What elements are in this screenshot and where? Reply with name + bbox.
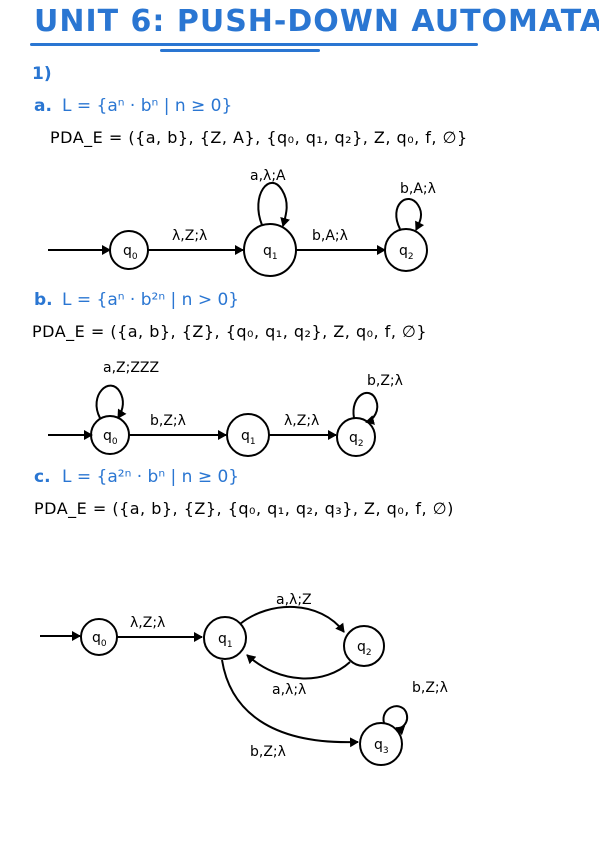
part-a-language: L = {aⁿ · bⁿ | n ≥ 0} bbox=[62, 96, 233, 116]
part-b-label: b. bbox=[34, 290, 53, 310]
a-loop-q1 bbox=[257, 182, 290, 227]
title-underline-short bbox=[160, 49, 320, 52]
c-state-q3 bbox=[359, 722, 403, 766]
diagram-a: q0 λ,Z;λ q1 a,λ;A b,A;λ q2 b,A;λ bbox=[48, 168, 436, 277]
c-edge-q2-q1-label: a,λ;λ bbox=[272, 682, 306, 698]
b-loop-q2-label: b,Z;λ bbox=[367, 373, 403, 389]
c-edge-q2-q1 bbox=[246, 654, 351, 680]
exercise-number: 1) bbox=[32, 64, 52, 84]
part-a-pda: PDA_E = ({a, b}, {Z, A}, {q₀, q₁, q₂}, Z… bbox=[50, 128, 468, 147]
diagram-c: q0 λ,Z;λ q1 a,λ;Z q2 a,λ;λ b,Z;λ q3 b,Z;… bbox=[40, 592, 448, 766]
a-state-q2 bbox=[384, 228, 428, 272]
a-edge-q0-q1-label: λ,Z;λ bbox=[172, 228, 207, 244]
c-loop-q3-label: b,Z;λ bbox=[412, 680, 448, 696]
a-loop-q2 bbox=[395, 198, 425, 231]
b-loop-q0-label: a,Z;ZZZ bbox=[103, 360, 159, 376]
c-edge-q0-q1-label: λ,Z;λ bbox=[130, 615, 165, 631]
part-b-pda: PDA_E = ({a, b}, {Z}, {q₀, q₁, q₂}, Z, q… bbox=[32, 322, 428, 341]
b-edge-q1-q2-label: λ,Z;λ bbox=[284, 413, 319, 429]
c-state-q0-label: q0 bbox=[92, 630, 107, 649]
c-state-q1-label: q1 bbox=[218, 631, 233, 650]
a-edge-q1-q2-label: b,A;λ bbox=[312, 228, 348, 244]
diagram-b: a,Z;ZZZ q0 b,Z;λ q1 λ,Z;λ q2 b,Z;λ bbox=[48, 360, 403, 457]
part-b-language: L = {aⁿ · b²ⁿ | n > 0} bbox=[62, 290, 240, 310]
b-state-q1-label: q1 bbox=[241, 428, 256, 447]
title-underline bbox=[30, 43, 478, 46]
part-c-language: L = {a²ⁿ · bⁿ | n ≥ 0} bbox=[62, 467, 240, 487]
part-c-label: c. bbox=[34, 467, 51, 487]
c-loop-q3 bbox=[382, 705, 408, 736]
b-state-q2 bbox=[336, 417, 376, 457]
page-title: UNIT 6: PUSH-DOWN AUTOMATA bbox=[34, 4, 599, 39]
c-edge-q1-q3 bbox=[221, 659, 359, 748]
c-state-q3-label: q3 bbox=[374, 737, 389, 756]
c-edge-q1-q2-label: a,λ;Z bbox=[276, 592, 312, 608]
c-state-q1 bbox=[203, 616, 247, 660]
a-state-q0-label: q0 bbox=[123, 243, 138, 262]
c-state-q2 bbox=[343, 625, 385, 667]
part-c-pda: PDA_E = ({a, b}, {Z}, {q₀, q₁, q₂, q₃}, … bbox=[34, 499, 454, 518]
b-state-q2-label: q2 bbox=[349, 430, 364, 449]
b-loop-q0 bbox=[95, 384, 127, 419]
a-state-q2-label: q2 bbox=[399, 243, 414, 262]
a-loop-q1-label: a,λ;A bbox=[250, 168, 286, 184]
c-edge-q1-q2 bbox=[239, 606, 345, 633]
b-edge-q0-q1-label: b,Z;λ bbox=[150, 413, 186, 429]
c-edge-q1-q3-label: b,Z;λ bbox=[250, 744, 286, 760]
c-state-q2-label: q2 bbox=[357, 639, 372, 658]
a-state-q1-label: q1 bbox=[263, 243, 278, 262]
part-a-label: a. bbox=[34, 96, 52, 116]
a-loop-q2-label: b,A;λ bbox=[400, 181, 436, 197]
b-state-q0-label: q0 bbox=[103, 428, 118, 447]
b-loop-q2 bbox=[352, 392, 379, 425]
